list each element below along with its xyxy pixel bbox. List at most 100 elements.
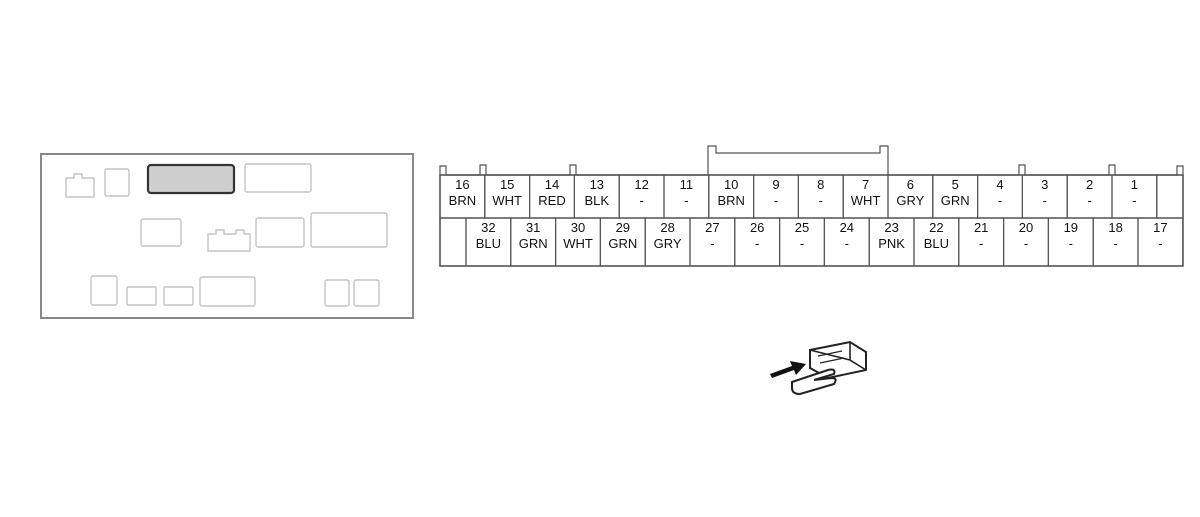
pin-number: 1 bbox=[1131, 177, 1138, 192]
pin-cavity-20: 20- bbox=[1002, 217, 1049, 267]
wire-color: - bbox=[1132, 193, 1136, 208]
wire-color: - bbox=[755, 236, 759, 251]
wire-color: - bbox=[1069, 236, 1073, 251]
wire-color: BRN bbox=[717, 193, 744, 208]
pin-cavity-27: 27- bbox=[689, 217, 736, 267]
pin-number: 7 bbox=[862, 177, 869, 192]
pin-number: 3 bbox=[1041, 177, 1048, 192]
connector-housing-outline bbox=[439, 145, 1184, 176]
pin-number: 17 bbox=[1153, 220, 1167, 235]
pin-cavity-8: 8- bbox=[797, 174, 844, 219]
pin-number: 16 bbox=[455, 177, 469, 192]
top-row-pins: 16BRN15WHT14RED13BLK12-11-10BRN9-8-7WHT6… bbox=[439, 174, 1184, 219]
pin-number: 30 bbox=[571, 220, 585, 235]
pin-number: 25 bbox=[795, 220, 809, 235]
pin-cavity-17: 17- bbox=[1137, 217, 1184, 267]
connector-outline bbox=[244, 163, 312, 193]
pin-cavity-18: 18- bbox=[1092, 217, 1139, 267]
wire-color: WHT bbox=[851, 193, 881, 208]
wire-color: - bbox=[800, 236, 804, 251]
pin-cavity-9: 9- bbox=[752, 174, 799, 219]
pin-number: 24 bbox=[840, 220, 854, 235]
wire-color: GRY bbox=[896, 193, 924, 208]
small-connector-outline bbox=[90, 275, 118, 306]
pin-number: 26 bbox=[750, 220, 764, 235]
connector-outline bbox=[255, 217, 305, 248]
pin-number: 15 bbox=[500, 177, 514, 192]
pin-number: 14 bbox=[545, 177, 559, 192]
pin-cavity-25: 25- bbox=[778, 217, 825, 267]
wire-color: BLK bbox=[585, 193, 610, 208]
small-connector-outline bbox=[207, 229, 251, 252]
pin-cavity-2: 2- bbox=[1066, 174, 1113, 219]
pin-cavity-11: 11- bbox=[663, 174, 710, 219]
wire-color: - bbox=[684, 193, 688, 208]
wire-color: GRN bbox=[608, 236, 637, 251]
small-connector-outline bbox=[126, 286, 157, 306]
small-connector-outline bbox=[104, 168, 130, 197]
pin-number: 8 bbox=[817, 177, 824, 192]
wire-color: WHT bbox=[563, 236, 593, 251]
wire-color: PNK bbox=[878, 236, 905, 251]
pin-number: 20 bbox=[1019, 220, 1033, 235]
pin-number: 10 bbox=[724, 177, 738, 192]
pin-cavity-12: 12- bbox=[618, 174, 665, 219]
pin-cavity-19: 19- bbox=[1047, 217, 1094, 267]
pin-number: 18 bbox=[1108, 220, 1122, 235]
pin-number: 12 bbox=[634, 177, 648, 192]
pin-cavity-4: 4- bbox=[976, 174, 1023, 219]
wire-color: - bbox=[1158, 236, 1162, 251]
pin-number: 5 bbox=[952, 177, 959, 192]
pin-number: 21 bbox=[974, 220, 988, 235]
small-connector-outline bbox=[353, 279, 380, 307]
pin-cavity-21: 21- bbox=[958, 217, 1005, 267]
wire-color: BRN bbox=[449, 193, 476, 208]
pin-number: 13 bbox=[590, 177, 604, 192]
wire-color: - bbox=[639, 193, 643, 208]
small-connector-outline bbox=[65, 173, 95, 198]
wire-color: - bbox=[845, 236, 849, 251]
small-connector-outline bbox=[324, 279, 350, 307]
pin-number: 23 bbox=[884, 220, 898, 235]
wire-color: - bbox=[819, 193, 823, 208]
pin-number: 4 bbox=[996, 177, 1003, 192]
pin-cavity-1: 1- bbox=[1111, 174, 1158, 219]
wire-color: GRN bbox=[519, 236, 548, 251]
blank-cavity bbox=[1156, 174, 1184, 219]
pin-number: 22 bbox=[929, 220, 943, 235]
pin-number: 2 bbox=[1086, 177, 1093, 192]
blank-cavity bbox=[439, 217, 467, 267]
connector-outline bbox=[140, 218, 182, 247]
pin-number: 6 bbox=[907, 177, 914, 192]
wire-color: - bbox=[979, 236, 983, 251]
wire-color: BLU bbox=[924, 236, 949, 251]
pin-number: 28 bbox=[660, 220, 674, 235]
connector-outline bbox=[199, 276, 256, 307]
pin-number: 29 bbox=[616, 220, 630, 235]
highlighted-connector bbox=[146, 163, 236, 195]
arrow-icon bbox=[770, 361, 806, 378]
wire-color: RED bbox=[538, 193, 565, 208]
small-connector-outline bbox=[163, 286, 194, 306]
wire-color: - bbox=[710, 236, 714, 251]
pin-number: 27 bbox=[705, 220, 719, 235]
pin-number: 31 bbox=[526, 220, 540, 235]
pin-number: 11 bbox=[680, 177, 694, 192]
pin-cavity-26: 26- bbox=[734, 217, 781, 267]
pin-cavity-24: 24- bbox=[823, 217, 870, 267]
wire-color: BLU bbox=[476, 236, 501, 251]
wire-color: - bbox=[1043, 193, 1047, 208]
